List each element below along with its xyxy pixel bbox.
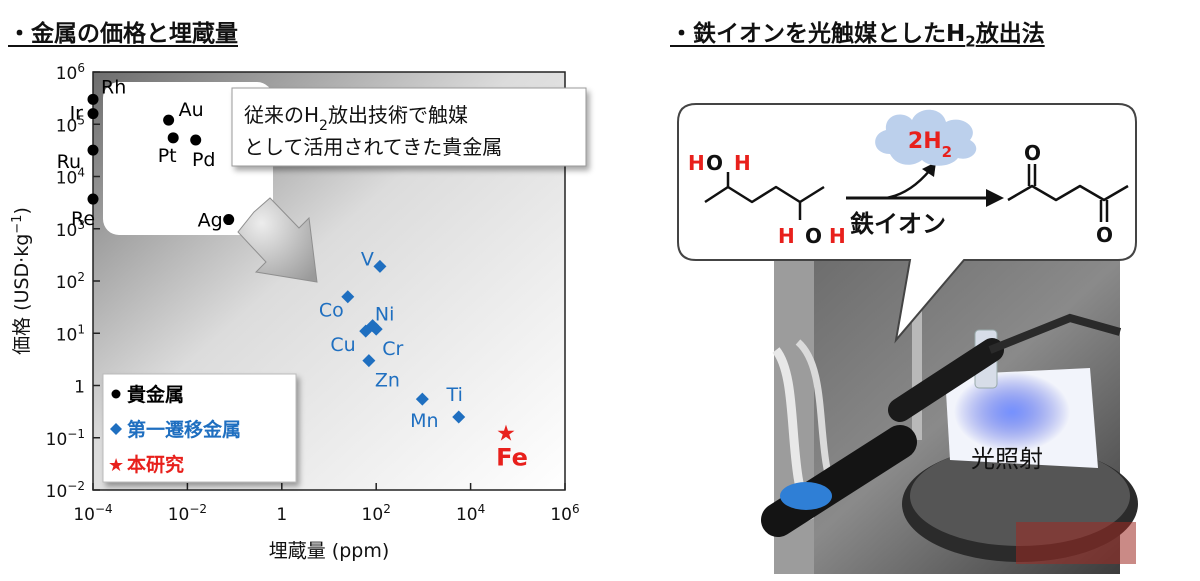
x-tick-label: 102 [362, 502, 391, 525]
point-label: Pd [192, 149, 216, 171]
legend-circle-marker [111, 389, 121, 399]
x-tick-label: 1 [276, 505, 287, 525]
noble-metal-point [190, 134, 202, 146]
x-tick-label: 104 [456, 502, 485, 525]
y-tick-label: 10−1 [46, 427, 85, 450]
legend-first-row: 第一遷移金属 [127, 418, 241, 441]
transition-metal-point [341, 290, 355, 304]
noble-metal-point [87, 108, 99, 120]
noble-metal-panel [103, 82, 273, 235]
reaction-photo: 光照射 [761, 260, 1138, 574]
reactant-h-4: H [829, 224, 846, 248]
photo-blue-clip [780, 482, 832, 510]
product-o-2: O [1096, 223, 1113, 247]
x-tick-label: 10−2 [168, 502, 207, 525]
photo-label: 光照射 [971, 445, 1043, 473]
right-heading-suffix: 放出法 [975, 21, 1045, 47]
this-work-point: ★ [496, 422, 516, 447]
product-carbonyl-2 [1099, 200, 1109, 222]
noble-metal-point [223, 214, 235, 226]
y-axis-label: 価格 (USD·kg−1) [10, 207, 34, 355]
noble-metal-point [87, 93, 99, 105]
y-tick-label: 1 [74, 378, 85, 398]
point-label: Cr [382, 338, 403, 360]
speech-bubble [677, 103, 1137, 344]
photo-clamp [988, 313, 1122, 354]
point-label: Cu [330, 334, 355, 356]
reactant-h-1: H [688, 151, 705, 175]
y-tick-label: 102 [56, 270, 85, 293]
x-tick-label: 10−4 [73, 502, 112, 525]
point-label: Ag [198, 210, 223, 232]
callout-line-2: として活用されてきた貴金属 [244, 135, 502, 159]
photo-stand-rod [912, 270, 922, 440]
point-label: Pt [158, 145, 177, 167]
noble-metal-point [87, 193, 99, 205]
reactant-h-3: H [778, 224, 795, 248]
noble-metal-point [87, 144, 99, 156]
photo-label-sticker [1016, 522, 1136, 564]
h2-release-arrow [885, 169, 931, 200]
point-label: Ti [446, 384, 463, 406]
transition-metal-point [452, 410, 466, 424]
y-tick-label: 10−2 [46, 479, 85, 502]
point-label: Ir [70, 103, 84, 125]
noble-metal-point [163, 114, 175, 126]
legend [102, 373, 297, 483]
callout-box [231, 87, 587, 167]
point-label: Ni [375, 304, 395, 326]
x-tick-label: 106 [550, 502, 579, 525]
legend-diamond-marker [110, 423, 122, 435]
transition-metal-point [359, 324, 373, 338]
reactant-o-1: O [706, 151, 723, 175]
point-label: Co [319, 300, 344, 322]
transition-metal-point [362, 354, 376, 368]
y-tick-label: 105 [56, 113, 85, 136]
product-o-1: O [1024, 141, 1041, 165]
left-heading: ・金属の価格と埋蔵量 [8, 21, 238, 47]
legend-star-marker: ★ [108, 455, 124, 476]
reaction-arrow-head [986, 189, 1004, 207]
transition-metal-point [373, 259, 387, 273]
photo-stir-plate-top [910, 446, 1130, 546]
legend-this-work: 本研究 [127, 453, 184, 476]
y-tick-label: 101 [56, 322, 85, 345]
reactant-skeleton [704, 185, 825, 204]
transition-metal-point [415, 392, 429, 406]
h2-cloud [875, 109, 977, 166]
point-label: Ru [57, 151, 81, 173]
gray-arrow [237, 197, 318, 283]
h2-release-arrow-head [922, 162, 936, 177]
point-label: Re [71, 208, 95, 230]
photo-lamp-body [888, 338, 1004, 422]
point-label: Au [179, 99, 204, 121]
x-axis-label: 埋蔵量 (ppm) [269, 540, 390, 562]
point-label: Mn [410, 410, 438, 432]
right-heading-prefix: ・鉄イオンを光触媒としたH [670, 21, 966, 47]
point-label: Rh [101, 76, 126, 98]
point-label: V [361, 248, 374, 270]
point-label: Fe [496, 444, 528, 472]
reagent-label: 鉄イオン [850, 210, 946, 238]
reactant-o-2: O [805, 224, 822, 248]
callout-line-1: 従来のH2放出技術で触媒 [244, 103, 468, 134]
right-heading: ・鉄イオンを光触媒としたH2放出法 [670, 14, 1045, 51]
point-label: Zn [375, 370, 400, 392]
photo-blue-light [954, 372, 1070, 452]
reactant-h-2: H [734, 151, 751, 175]
transition-metal-point [369, 322, 383, 336]
y-tick-label: 103 [56, 218, 85, 241]
product-skeleton [1007, 184, 1129, 202]
y-tick-label: 104 [56, 166, 85, 189]
product-carbonyl-1 [1027, 164, 1037, 186]
legend-noble: 貴金属 [127, 383, 184, 406]
noble-metal-point [167, 132, 179, 144]
right-heading-sub: 2 [965, 32, 976, 51]
y-tick-label: 106 [56, 61, 85, 84]
reaction-scheme: 光照射 H O H H O H 2H2 鉄イオン O O [677, 103, 1138, 574]
h2-label: 2H2 [908, 129, 952, 161]
plot-frame [92, 71, 566, 491]
